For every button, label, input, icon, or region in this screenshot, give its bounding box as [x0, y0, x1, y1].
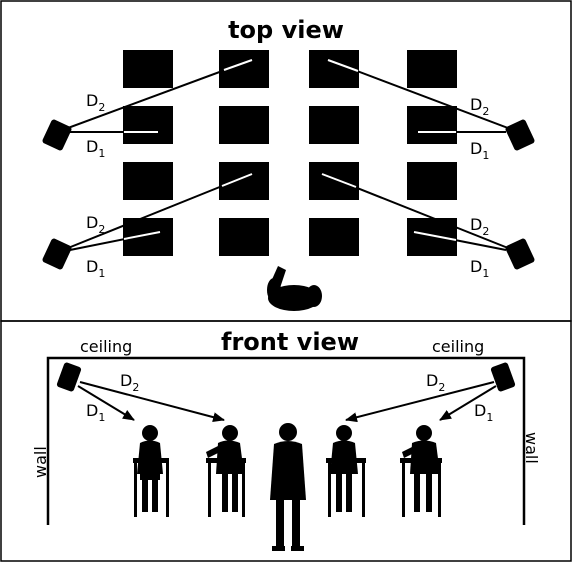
seated-student-1: [133, 425, 169, 517]
arrow-d2-upper-left-white-tip: [223, 59, 253, 71]
arrow-d2-lower-right-white-tip: [321, 173, 357, 188]
arrow-d2-front-right: [345, 381, 495, 423]
seated-student-2: [206, 425, 246, 517]
desk: [123, 50, 173, 88]
speaker-top-right-upper: [505, 119, 535, 151]
arrow-d2-upper-right: [327, 59, 509, 129]
label-d2-upper-right: D2: [470, 95, 489, 118]
arrow-d1-front-right: [439, 385, 497, 421]
room-outline: [46, 356, 526, 525]
desk: [407, 106, 457, 144]
seated-student-4: [400, 425, 442, 517]
arrow-d2-upper-right-white-tip: [327, 59, 359, 72]
ceiling-label-left: ceiling: [80, 337, 132, 356]
label-d1-lower-right: D1: [470, 257, 489, 280]
seated-student-3: [326, 425, 366, 517]
speaker-top-left-lower: [42, 238, 72, 270]
arrow-d2-lower-left: [67, 173, 253, 249]
speaker-front-right: [490, 362, 516, 392]
label-d1-lower-left: D1: [86, 257, 105, 280]
desk: [407, 50, 457, 88]
wall-label-left: wall: [31, 446, 50, 478]
ceiling-label-right: ceiling: [432, 337, 484, 356]
label-d2-front-left: D2: [120, 371, 139, 394]
desk: [123, 106, 173, 144]
label-d1-upper-left: D1: [86, 137, 105, 160]
presenter-top-icon: [267, 266, 322, 311]
standing-presenter: [270, 423, 306, 551]
desk: [219, 218, 269, 256]
label-d2-front-right: D2: [426, 371, 445, 394]
desk: [219, 106, 269, 144]
arrow-d1-lower-right-white-tip: [413, 231, 457, 241]
top-view-title: top view: [228, 16, 344, 44]
desk: [309, 162, 359, 200]
front-view-title: front view: [221, 328, 359, 356]
desk-grid: [123, 50, 457, 256]
desk: [123, 162, 173, 200]
label-d1-upper-right: D1: [470, 139, 489, 162]
arrow-d2-upper-left: [67, 59, 253, 129]
label-d2-lower-right: D2: [470, 215, 489, 238]
label-d1-front-left: D1: [86, 401, 105, 424]
desk: [407, 162, 457, 200]
label-d2-upper-left: D2: [86, 91, 105, 114]
label-d2-lower-left: D2: [86, 213, 105, 236]
arrow-d2-front-left: [79, 381, 225, 423]
speaker-top-right-lower: [505, 238, 535, 270]
label-d1-front-right: D1: [474, 401, 493, 424]
speaker-front-left: [56, 362, 82, 392]
arrow-d2-lower-left-white-tip: [221, 173, 253, 187]
arrow-d1-front-left: [77, 385, 135, 421]
front-view-frame: [0, 320, 572, 562]
arrow-d1-lower-left-white-tip: [123, 231, 161, 240]
desk: [219, 162, 269, 200]
desk: [309, 218, 359, 256]
speaker-top-left-upper: [42, 119, 72, 151]
wall-label-right: wall: [522, 432, 541, 464]
desk: [309, 106, 359, 144]
